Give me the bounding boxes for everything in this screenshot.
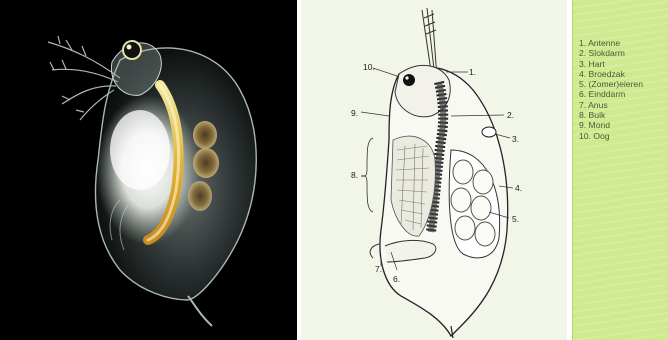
callout-4: 4.	[515, 183, 522, 193]
legend-list: 1. Antenne 2. Slokdarm 3. Hart 4. Broedz…	[573, 0, 668, 141]
legend-item-7: 7. Anus	[579, 100, 668, 110]
daphnia-photo-image	[0, 0, 297, 340]
legend-item-6: 6. Einddarm	[579, 89, 668, 99]
legend-item-8: 8. Buik	[579, 110, 668, 120]
legend-item-9: 9. Mond	[579, 120, 668, 130]
daphnia-photo	[0, 0, 297, 340]
daphnia-drawing: 1. 2. 3. 4. 5. 6. 7. 8. 9. 10.	[301, 0, 567, 340]
legend-item-3: 3. Hart	[579, 59, 668, 69]
callout-10: 10.	[363, 62, 375, 72]
callout-9: 9.	[351, 108, 358, 118]
callout-2: 2.	[507, 110, 514, 120]
callout-8: 8.	[351, 170, 358, 180]
callout-3: 3.	[512, 134, 519, 144]
legend-item-4: 4. Broedzak	[579, 69, 668, 79]
callout-6: 6.	[393, 274, 400, 284]
daphnia-drawing-image: 1. 2. 3. 4. 5. 6. 7. 8. 9. 10.	[301, 0, 567, 340]
callout-7: 7.	[375, 264, 382, 274]
callout-1: 1.	[469, 67, 476, 77]
legend-item-2: 2. Slokdarm	[579, 48, 668, 58]
legend-item-1: 1. Antenne	[579, 38, 668, 48]
legend-panel: 1. Antenne 2. Slokdarm 3. Hart 4. Broedz…	[572, 0, 668, 340]
legend-item-5: 5. (Zomer)eieren	[579, 79, 668, 89]
legend-item-10: 10. Oog	[579, 131, 668, 141]
callout-5: 5.	[512, 214, 519, 224]
